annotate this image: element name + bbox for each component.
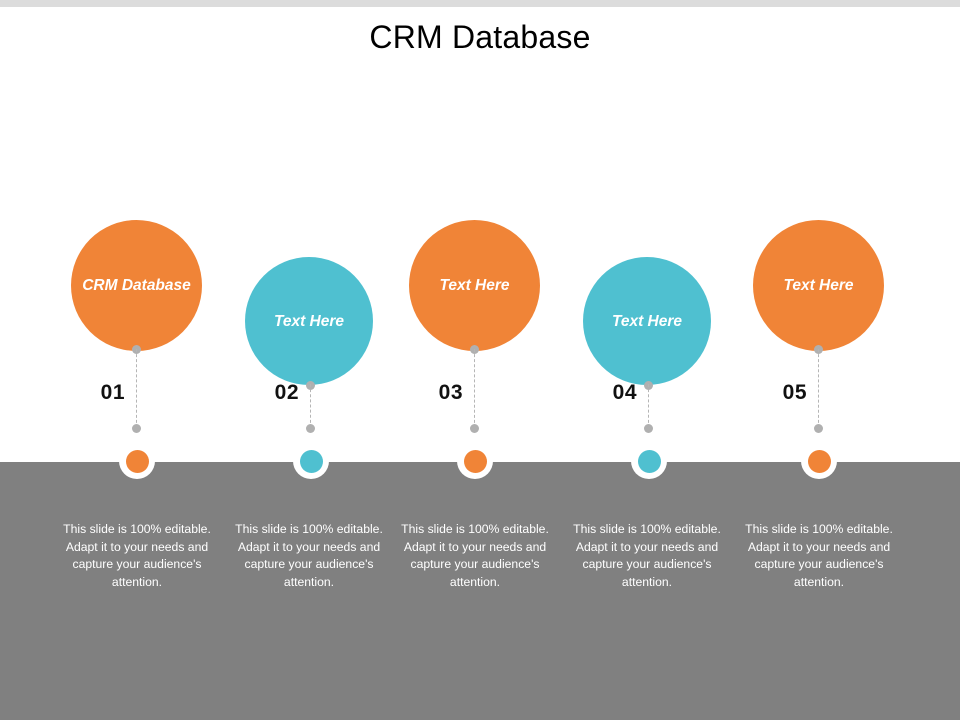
- infographic-step-4: Text Here 04 This slide is 100% editable…: [561, 0, 733, 720]
- step-description: This slide is 100% editable. Adapt it to…: [745, 522, 893, 589]
- step-description: This slide is 100% editable. Adapt it to…: [235, 522, 383, 589]
- step-bubble[interactable]: CRM Database: [71, 220, 202, 351]
- connector-line: [310, 384, 311, 428]
- step-marker[interactable]: [457, 443, 493, 479]
- step-marker[interactable]: [801, 443, 837, 479]
- step-description: This slide is 100% editable. Adapt it to…: [63, 522, 211, 589]
- connector-line: [648, 384, 649, 428]
- connector-dot-bottom: [306, 424, 315, 433]
- step-marker-dot: [807, 449, 831, 473]
- step-marker-dot: [125, 449, 149, 473]
- connector-line: [474, 349, 475, 428]
- connector-dot-bottom: [132, 424, 141, 433]
- connector-dot-bottom: [644, 424, 653, 433]
- step-marker-dot: [299, 449, 323, 473]
- description-band: [0, 462, 960, 720]
- page-title: CRM Database: [369, 19, 591, 55]
- connector-dot-bottom: [470, 424, 479, 433]
- step-description: This slide is 100% editable. Adapt it to…: [401, 522, 549, 589]
- connector-line: [136, 349, 137, 428]
- infographic-step-5: Text Here 05 This slide is 100% editable…: [733, 0, 905, 720]
- step-number: 01: [100, 381, 125, 404]
- step-bubble[interactable]: Text Here: [409, 220, 540, 351]
- step-number: 02: [274, 381, 299, 404]
- step-marker[interactable]: [119, 443, 155, 479]
- step-number: 04: [612, 381, 637, 404]
- step-bubble[interactable]: Text Here: [753, 220, 884, 351]
- step-number: 05: [782, 381, 807, 404]
- infographic-step-2: Text Here 02 This slide is 100% editable…: [223, 0, 395, 720]
- step-bubble-label: Text Here: [783, 277, 854, 294]
- infographic-step-3: Text Here 03 This slide is 100% editable…: [389, 0, 561, 720]
- step-bubble-label: Text Here: [439, 277, 510, 294]
- step-bubble[interactable]: Text Here: [245, 257, 373, 385]
- step-marker[interactable]: [293, 443, 329, 479]
- step-description: This slide is 100% editable. Adapt it to…: [573, 522, 721, 589]
- step-bubble-label: CRM Database: [82, 277, 191, 294]
- step-bubble-label: Text Here: [611, 312, 683, 330]
- connector-dot-bottom: [814, 424, 823, 433]
- step-bubble[interactable]: Text Here: [583, 257, 711, 385]
- top-strip: [0, 0, 960, 7]
- connector-line: [818, 349, 819, 428]
- step-bubble-label: Text Here: [273, 312, 345, 330]
- step-marker[interactable]: [631, 443, 667, 479]
- infographic-step-1: CRM Database 01 This slide is 100% edita…: [51, 0, 223, 720]
- step-number: 03: [438, 381, 463, 404]
- step-marker-dot: [637, 449, 661, 473]
- step-marker-dot: [463, 449, 487, 473]
